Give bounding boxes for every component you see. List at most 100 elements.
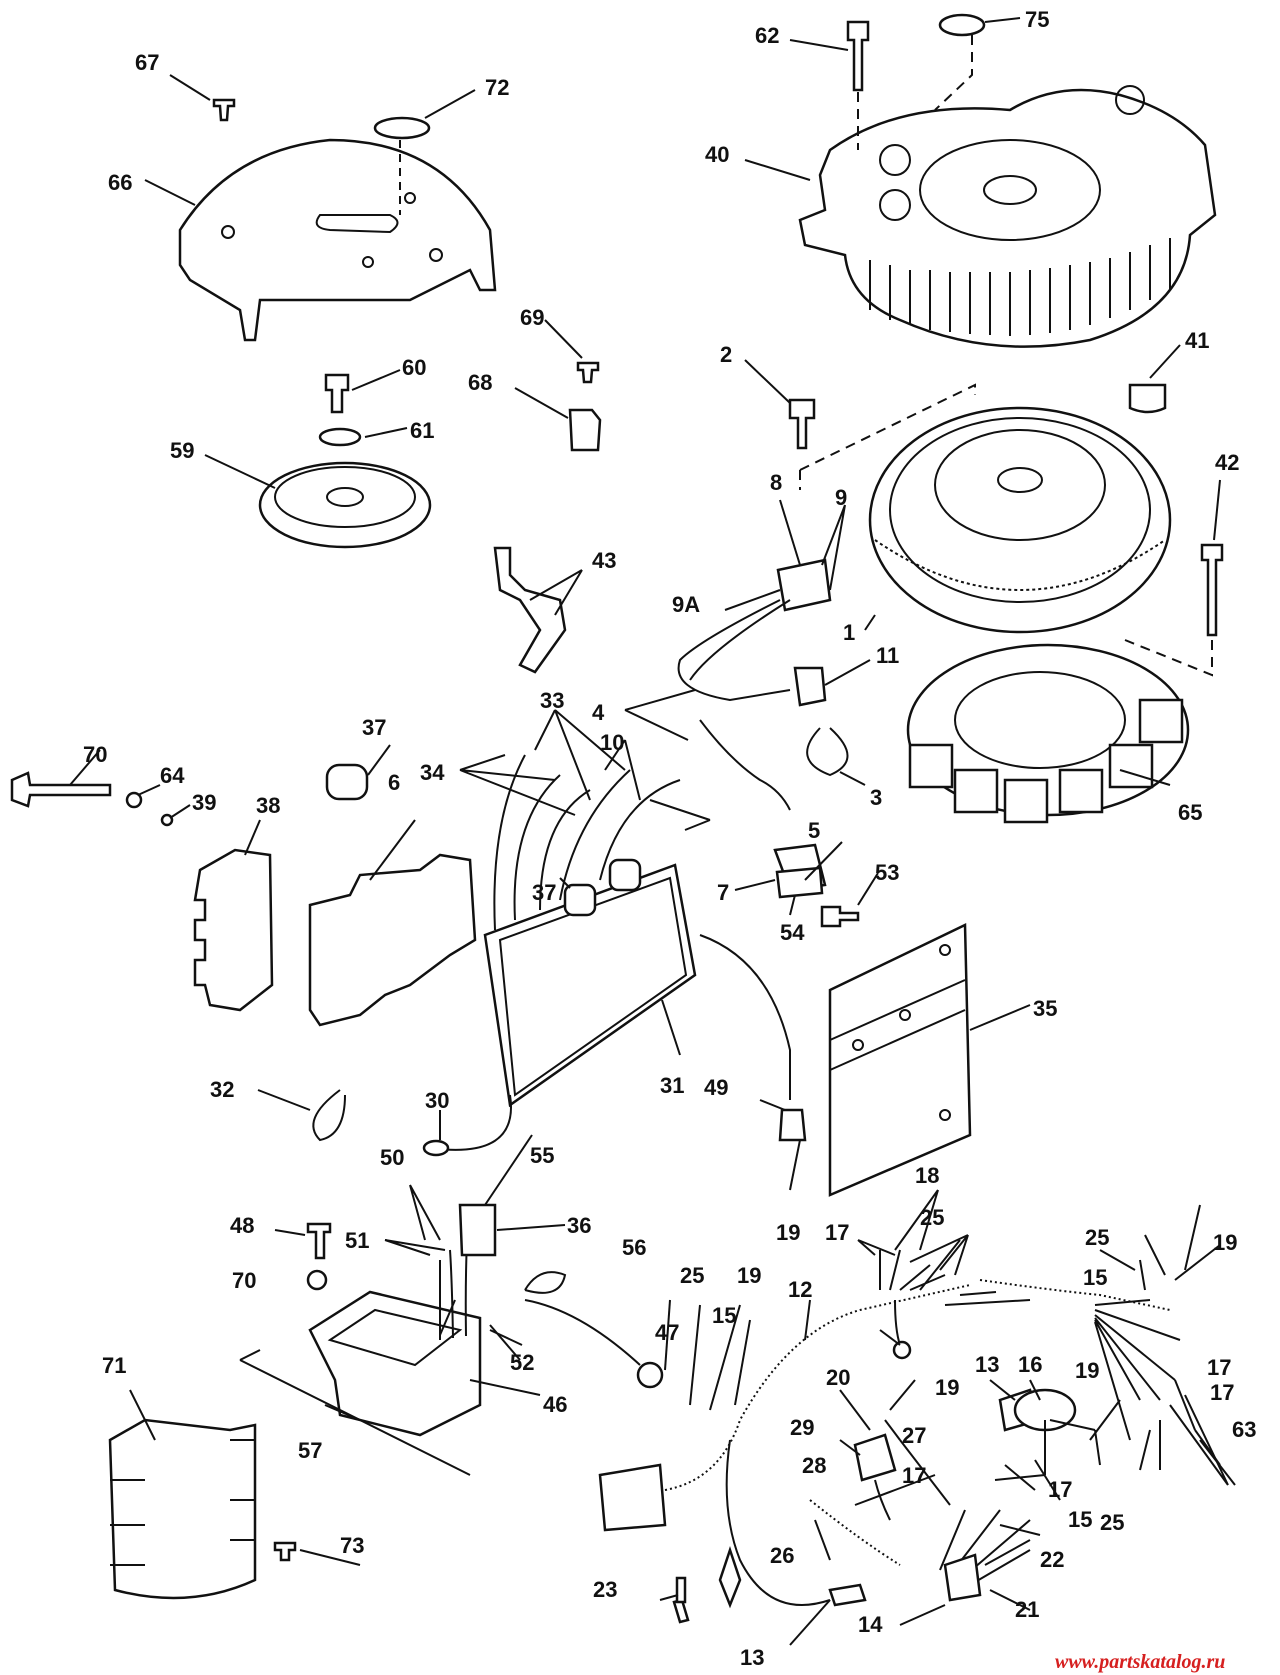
callout-label: 50 [380,1145,404,1170]
bolt-part [788,398,816,450]
cover-plate-part [178,138,497,342]
callout-label: 17 [825,1220,849,1245]
callout-labels: 677266627540696860615924142899A431114333… [83,7,1256,1670]
callout-label: 15 [1068,1507,1092,1532]
callout-label: 31 [660,1073,684,1098]
callout-label: 40 [705,142,729,167]
callout-label: 66 [108,170,132,195]
callout-label: 10 [600,730,624,755]
callout-label: 5 [808,818,820,843]
callout-label: 38 [256,793,280,818]
callout-label: 19 [776,1220,800,1245]
gasket-part [308,853,477,1027]
callout-label: 3 [870,785,882,810]
callout-label: 65 [1178,800,1202,825]
rewind-cup-part [258,461,432,549]
callout-label: 67 [135,50,159,75]
callout-label: 13 [740,1645,764,1670]
pin-part [675,1576,687,1604]
callout-label: 75 [1025,7,1049,32]
callout-label: 51 [345,1228,369,1253]
callout-label: 56 [622,1235,646,1260]
callout-label: 33 [540,688,564,713]
callout-label: 9A [672,592,700,617]
regulator-part [308,1219,482,1437]
flywheel-cover-part [798,85,1217,348]
rectifier-part [193,848,274,1012]
flywheel-part [868,406,1172,634]
callout-label: 25 [1100,1510,1124,1535]
callout-label: 17 [1210,1380,1234,1405]
callout-label: 62 [755,23,779,48]
callout-label: 68 [468,370,492,395]
washer-part [318,427,362,447]
callout-label: 70 [232,1268,256,1293]
bolt-part [324,373,350,414]
plug-part [938,13,986,37]
clamp-part [312,1089,346,1142]
callout-label: 21 [1015,1597,1039,1622]
callout-label: 37 [362,715,386,740]
callout-label: 18 [915,1163,939,1188]
callout-label: 59 [170,438,194,463]
screw-part [212,98,236,122]
callout-label: 53 [875,860,899,885]
callout-label: 71 [102,1353,126,1378]
callout-label: 17 [902,1463,926,1488]
screw-part [820,905,860,928]
mounting-plate-part [828,923,972,1197]
callout-label: 54 [780,920,805,945]
callout-label: 27 [902,1423,926,1448]
callout-label: 25 [1085,1225,1109,1250]
callout-label: 25 [920,1205,944,1230]
callout-label: 61 [410,418,434,443]
callout-label: 2 [720,342,732,367]
callout-label: 43 [592,548,616,573]
callout-label: 6 [388,770,400,795]
callout-label: 14 [858,1612,883,1637]
callout-label: 39 [192,790,216,815]
callout-label: 20 [826,1365,850,1390]
connector-part [776,558,832,612]
clamp-part [806,727,849,777]
callout-label: 69 [520,305,544,330]
callout-label: 63 [1232,1417,1256,1442]
washer-part [306,1269,328,1291]
callout-label: 28 [802,1453,826,1478]
callout-label: 19 [1075,1358,1099,1383]
bushing-part [325,763,369,801]
callout-label: 16 [1018,1352,1042,1377]
callout-label: 64 [160,763,185,788]
callout-label: 25 [680,1263,704,1288]
callout-label: 12 [788,1277,812,1302]
nut-part [1128,383,1167,414]
callout-label: 19 [935,1375,959,1400]
callout-label: 36 [567,1213,591,1238]
callout-label: 30 [425,1088,449,1113]
terminal-part [568,408,602,452]
callout-label: 48 [230,1213,254,1238]
callout-label: 72 [485,75,509,100]
callout-label: 55 [530,1143,554,1168]
callout-label: 22 [1040,1547,1064,1572]
callout-label: 23 [593,1577,617,1602]
power-pack-part [483,754,697,1108]
grommet-part [373,116,431,140]
callout-label: 4 [592,700,605,725]
callout-label: 37 [532,880,556,905]
screw-part [273,1541,297,1562]
callout-label: 9 [835,485,847,510]
callout-label: 19 [737,1263,761,1288]
callout-label: 41 [1185,328,1209,353]
leader-lines [69,17,1236,1646]
long-bolt-part [10,771,112,808]
callout-label: 11 [876,643,899,668]
callout-label: 26 [770,1543,794,1568]
callout-label: 7 [717,880,729,905]
washer-part [160,813,174,827]
callout-label: 29 [790,1415,814,1440]
bolt-part [846,20,870,92]
callout-label: 17 [1048,1477,1072,1502]
callout-label: 17 [1207,1355,1231,1380]
